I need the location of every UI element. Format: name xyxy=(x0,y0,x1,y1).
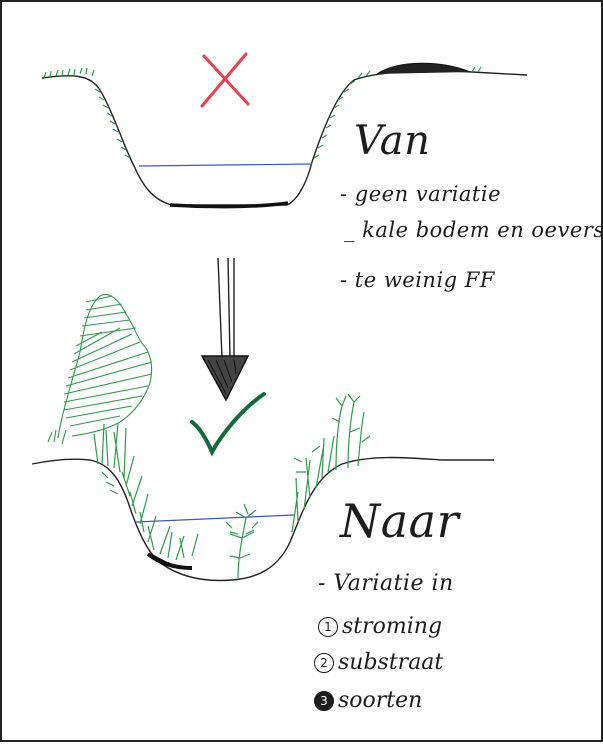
top-dark-hump xyxy=(377,63,470,74)
top-item-1: - geen variatie xyxy=(340,182,501,206)
top-item-2: _ kale bodem en oevers xyxy=(344,218,603,242)
top-left-grass xyxy=(44,68,130,158)
bottom-list-item-3: 3 soorten xyxy=(314,688,422,713)
bottom-list-item-2: 2 substraat xyxy=(314,650,443,675)
number-circle: 1 xyxy=(318,617,338,637)
bottom-heading: - Variatie in xyxy=(318,571,454,596)
number-circle: 2 xyxy=(314,653,334,673)
green-check-icon xyxy=(192,394,264,452)
left-bank-vegetation xyxy=(94,424,198,560)
bottom-title: Naar xyxy=(340,494,459,548)
number-circle: 3 xyxy=(314,691,334,711)
top-title: Van xyxy=(354,118,430,164)
bottom-list-label: soorten xyxy=(338,688,422,713)
bottom-list-label: substraat xyxy=(338,650,443,675)
tree-shrub xyxy=(48,294,152,444)
bottom-water-line xyxy=(136,515,294,522)
bottom-list-label: stroming xyxy=(342,614,442,639)
red-cross-icon xyxy=(202,54,248,106)
down-arrow-icon xyxy=(202,258,248,400)
top-water-line xyxy=(139,164,312,166)
top-item-3: - te weinig FF xyxy=(340,268,495,292)
underwater-plants xyxy=(226,504,258,578)
bottom-list-item-1: 1 stroming xyxy=(318,614,442,639)
